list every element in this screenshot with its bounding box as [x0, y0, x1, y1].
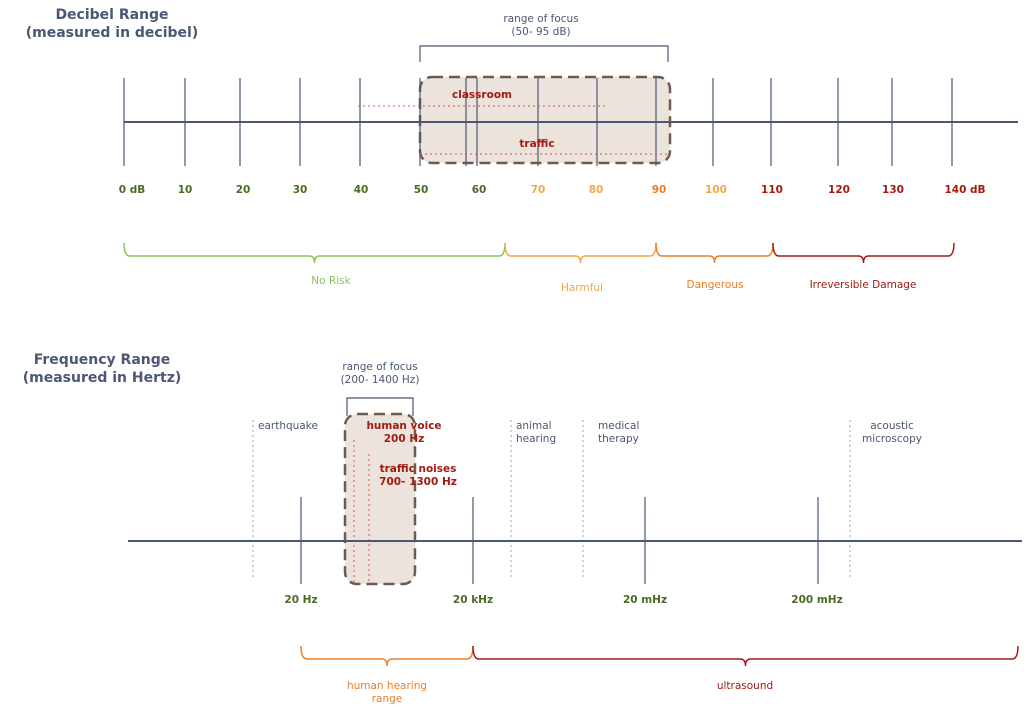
decibel-source-lines — [358, 105, 668, 155]
frequency-focus-label-line2: (200- 1400 Hz) — [340, 374, 420, 386]
decibel-title-line2: (measured in decibel) — [25, 25, 199, 41]
hz-tick-label: 20 Hz — [284, 594, 318, 606]
marker-acoustic-microscopy: acoustic microscopy — [862, 420, 922, 446]
decibel-zone-braces — [123, 242, 955, 264]
zone-no-risk: No Risk — [311, 275, 351, 287]
source-classroom: classroom — [452, 89, 512, 101]
frequency-title-line1: Frequency Range — [33, 352, 171, 368]
decibel-title: Decibel Range (measured in decibel) — [22, 6, 202, 42]
decibel-focus-label-line2: (50- 95 dB) — [511, 26, 571, 38]
db-tick-label: 50 — [413, 184, 429, 196]
marker-medical-therapy-line1: medical — [598, 420, 640, 432]
marker-earthquake-line1: earthquake — [258, 420, 318, 432]
frequency-focus-bracket — [346, 397, 414, 416]
marker-medical-therapy-line2: therapy — [598, 433, 639, 445]
decibel-focus-label-line1: range of focus — [503, 13, 579, 25]
source-traffic-noises: traffic noises 700- 1300 Hz — [379, 463, 457, 489]
db-tick-label: 10 — [177, 184, 193, 196]
zone-human-hearing-range-line2: range — [371, 693, 403, 705]
decibel-focus-bracket — [419, 45, 669, 62]
source-human-voice-line1: human voice — [366, 420, 442, 432]
db-tick-label: 120 — [828, 184, 850, 196]
human-hearing-range-brace — [300, 645, 474, 667]
ultrasound-brace — [472, 645, 1019, 667]
hz-tick-label: 20 kHz — [452, 594, 494, 606]
db-tick-label: 110 — [761, 184, 783, 196]
zone-human-hearing-range-line1: human hearing — [346, 680, 428, 692]
marker-acoustic-microscopy-line1: acoustic — [870, 420, 914, 432]
source-human-voice: human voice 200 Hz — [366, 420, 441, 446]
db-tick-label: 140 dB — [944, 184, 986, 196]
frequency-focus-label-line1: range of focus — [342, 361, 418, 373]
marker-earthquake: earthquake — [258, 420, 318, 433]
marker-medical-therapy: medical therapy — [598, 420, 639, 446]
marker-animal-hearing-line1: animal — [516, 420, 552, 432]
zone-dangerous: Dangerous — [686, 279, 744, 291]
hz-tick-label: 200 mHz — [791, 594, 843, 606]
harmful-brace — [504, 242, 657, 264]
zone-irreversible-damage: Irreversible Damage — [809, 279, 917, 291]
db-tick-label: 0 dB — [118, 184, 146, 196]
irreversible-damage-brace — [772, 242, 955, 264]
marker-acoustic-microscopy-line2: microscopy — [862, 433, 922, 445]
frequency-focus-label: range of focus (200- 1400 Hz) — [341, 361, 420, 387]
db-tick-label: 70 — [530, 184, 546, 196]
db-tick-label: 60 — [471, 184, 487, 196]
frequency-title: Frequency Range (measured in Hertz) — [12, 351, 192, 387]
dangerous-brace — [655, 242, 774, 264]
source-traffic: traffic — [519, 138, 555, 150]
frequency-title-line2: (measured in Hertz) — [22, 370, 182, 386]
db-tick-label: 100 — [705, 184, 727, 196]
source-traffic-noises-line1: traffic noises — [379, 463, 457, 475]
marker-animal-hearing-line2: hearing — [516, 433, 557, 445]
db-tick-label: 130 — [882, 184, 904, 196]
zone-human-hearing-range: human hearing range — [347, 680, 427, 706]
db-tick-label: 40 — [353, 184, 369, 196]
hz-tick-label: 20 mHz — [622, 594, 668, 606]
zone-ultrasound: ultrasound — [716, 680, 774, 692]
db-tick-label: 20 — [235, 184, 251, 196]
marker-animal-hearing: animal hearing — [516, 420, 556, 446]
frequency-marker-lines — [252, 420, 851, 582]
no-risk-brace — [123, 242, 506, 264]
db-tick-label: 90 — [651, 184, 667, 196]
db-tick-label: 80 — [588, 184, 604, 196]
frequency-zone-braces — [300, 645, 1019, 667]
decibel-focus-label: range of focus (50- 95 dB) — [503, 13, 578, 39]
source-human-voice-line2: 200 Hz — [383, 433, 425, 445]
db-tick-label: 30 — [292, 184, 308, 196]
zone-harmful: Harmful — [561, 282, 603, 294]
source-traffic-noises-line2: 700- 1300 Hz — [379, 476, 457, 488]
decibel-title-line1: Decibel Range — [55, 7, 169, 23]
